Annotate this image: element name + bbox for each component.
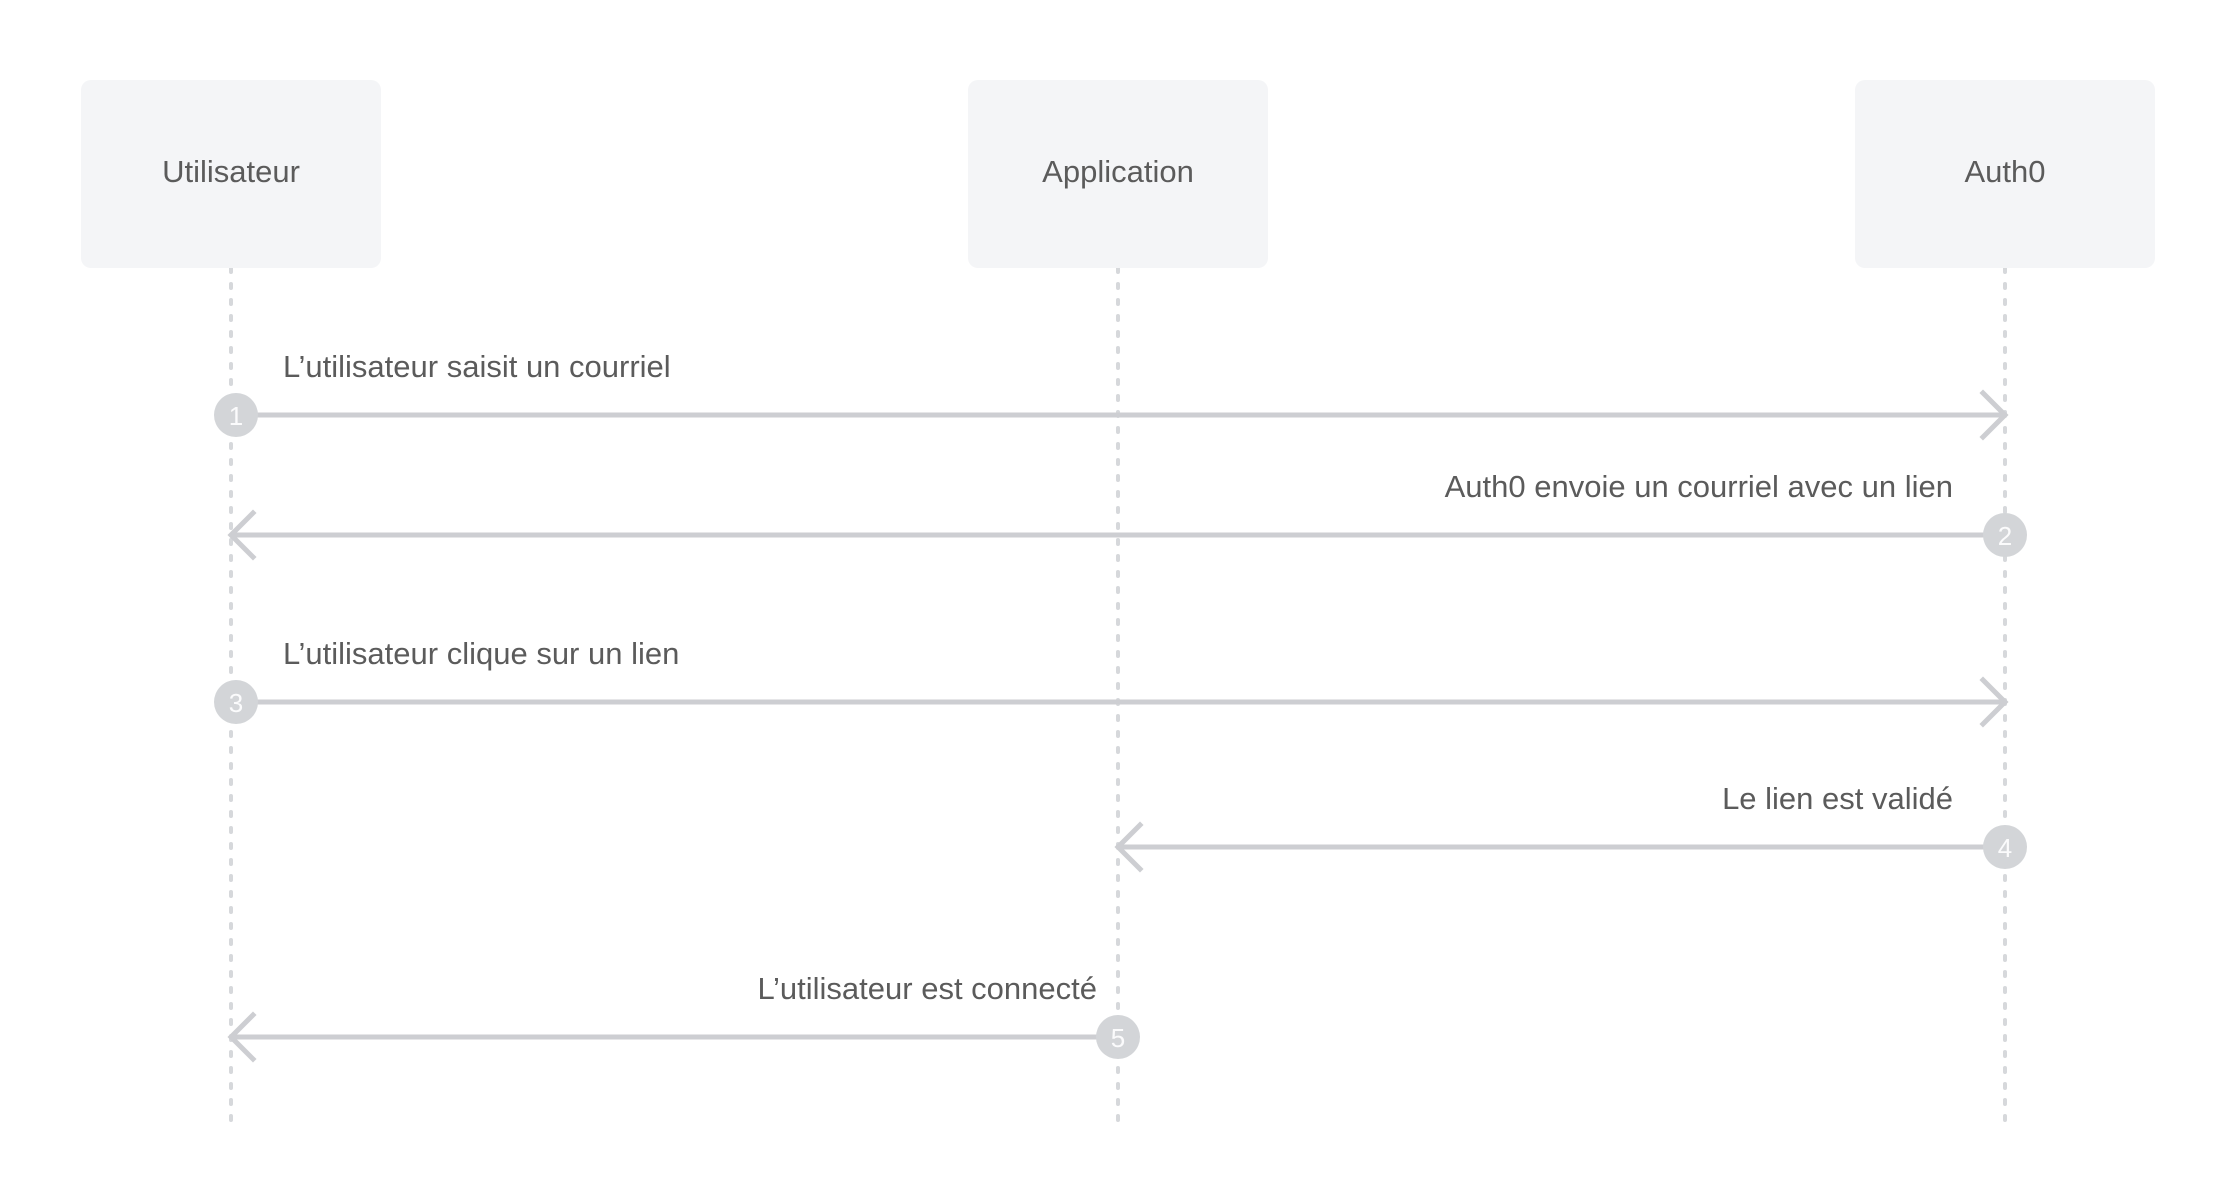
message-label-3: L’utilisateur clique sur un lien	[283, 636, 679, 671]
actor-utilisateur[interactable]: Utilisateur	[81, 80, 381, 268]
message-badge-5[interactable]	[1096, 1015, 1140, 1059]
actor-box-auth0	[1855, 80, 2155, 268]
message-badge-number-1: 1	[229, 401, 243, 431]
message-badge-4[interactable]	[1983, 825, 2027, 869]
actor-label-auth0: Auth0	[1964, 154, 2045, 189]
message-badge-1[interactable]	[214, 393, 258, 437]
message-arrowhead-3	[1979, 676, 2009, 728]
actor-application[interactable]: Application	[968, 80, 1268, 268]
message-label-5: L’utilisateur est connecté	[758, 971, 1098, 1006]
message-badge-number-2: 2	[1998, 521, 2012, 551]
message-badge-2[interactable]	[1983, 513, 2027, 557]
message-arrowhead-4	[1114, 821, 1144, 873]
actor-box-utilisateur	[81, 80, 381, 268]
message-label-1: L’utilisateur saisit un courriel	[283, 349, 671, 384]
message-5[interactable]: 5 L’utilisateur est connecté	[227, 971, 1140, 1063]
actor-box-application	[968, 80, 1268, 268]
message-badge-3[interactable]	[214, 680, 258, 724]
lifelines-layer	[229, 266, 2007, 1122]
message-3[interactable]: 3 L’utilisateur clique sur un lien	[214, 636, 2009, 728]
message-badge-number-5: 5	[1111, 1023, 1125, 1053]
message-arrowhead-2	[227, 509, 257, 561]
message-1[interactable]: 1 L’utilisateur saisit un courriel	[214, 349, 2009, 441]
message-2[interactable]: 2 Auth0 envoie un courriel avec un lien	[227, 469, 2027, 561]
actor-label-utilisateur: Utilisateur	[162, 154, 300, 189]
message-arrowhead-5	[227, 1011, 257, 1063]
message-label-2: Auth0 envoie un courriel avec un lien	[1445, 469, 1953, 504]
message-4[interactable]: 4 Le lien est validé	[1114, 781, 2027, 873]
messages-layer: 1 L’utilisateur saisit un courriel 2 Auth0 …	[214, 349, 2027, 1063]
message-badge-number-4: 4	[1998, 833, 2012, 863]
message-badge-number-3: 3	[229, 688, 243, 718]
message-label-4: Le lien est validé	[1722, 781, 1953, 816]
actors-layer: Utilisateur Application Auth0	[81, 80, 2155, 268]
actor-auth0[interactable]: Auth0	[1855, 80, 2155, 268]
actor-label-application: Application	[1042, 154, 1194, 189]
message-arrowhead-1	[1979, 389, 2009, 441]
